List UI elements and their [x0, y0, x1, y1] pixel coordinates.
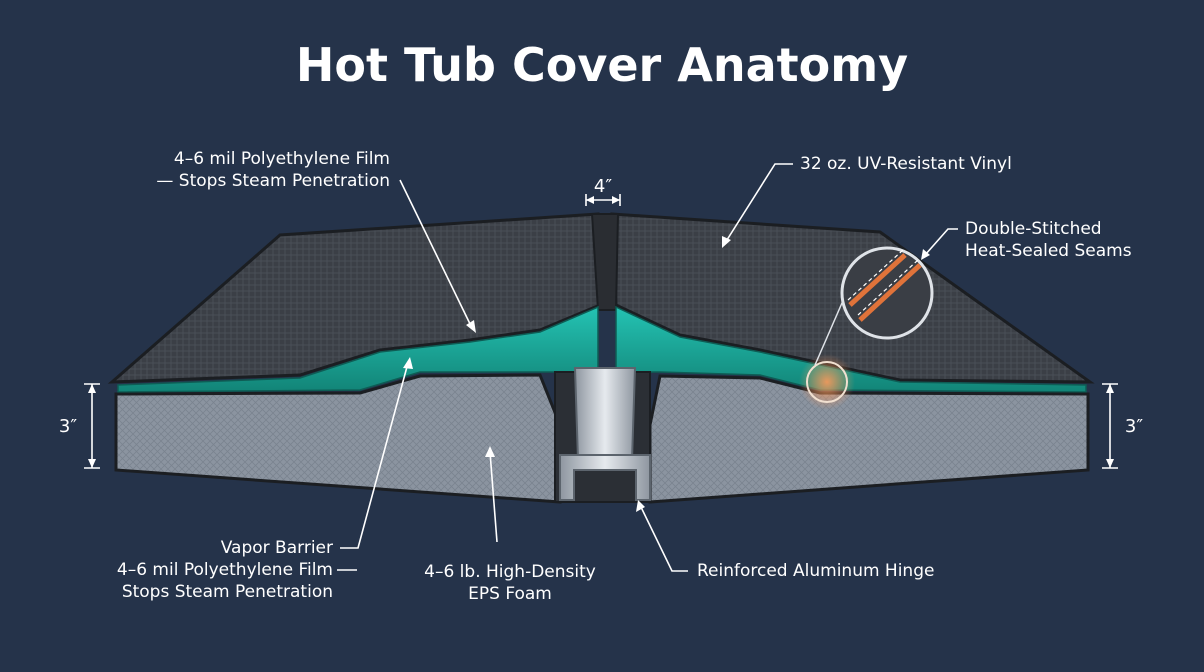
vinyl-top-left [107, 212, 602, 384]
dimension-left-edge: 3″ [58, 416, 78, 437]
arrowheads [88, 196, 1114, 512]
aluminum-hinge [554, 367, 651, 503]
label-vapor-line2: 4–6 mil Polyethylene Film [116, 560, 333, 580]
label-film-top-line1: 4–6 mil Polyethylene Film [173, 149, 390, 169]
seam-magnifier [799, 246, 934, 410]
foam-arrow [489, 451, 498, 543]
label-vinyl: 32 oz. UV-Resistant Vinyl [800, 154, 1012, 174]
seams-arrow [924, 228, 958, 256]
dimension-center-width: 4″ [593, 176, 613, 197]
foam-core-right [648, 374, 1090, 504]
label-vapor-line3: Stops Steam Penetration [121, 582, 333, 602]
vapor-barrier-left [117, 305, 599, 393]
label-seams-line1: Double-Stitched [965, 219, 1102, 239]
label-film-top: 4–6 mil Polyethylene Film — Stops Steam … [110, 148, 390, 192]
arrowhead-film-top [466, 320, 476, 333]
vinyl-top-panels [107, 212, 1095, 384]
foam-core-left [114, 373, 562, 504]
label-vapor-barrier: Vapor Barrier 4–6 mil Polyethylene Film … [40, 537, 333, 603]
label-foam-line2: EPS Foam [468, 584, 552, 604]
label-vapor-line1: Vapor Barrier [220, 538, 333, 558]
page-title: Hot Tub Cover Anatomy [295, 38, 909, 92]
arrowhead-dim-3-left-top [88, 384, 96, 393]
arrowhead-vinyl [722, 236, 731, 248]
label-seams: Double-Stitched Heat-Sealed Seams [965, 218, 1132, 262]
label-foam: 4–6 lb. High-Density EPS Foam [395, 561, 625, 605]
vapor-arrow [340, 362, 409, 549]
arrowhead-dim-3-right-bottom [1106, 459, 1114, 468]
arrowhead-dim-3-left-bottom [88, 459, 96, 468]
arrowhead-dim-4-right [612, 196, 620, 204]
label-seams-line2: Heat-Sealed Seams [965, 241, 1132, 261]
arrowhead-vapor [403, 357, 413, 369]
label-hinge: Reinforced Aluminum Hinge [697, 561, 935, 581]
hinge-arrow [639, 504, 688, 572]
label-film-top-line2: — Stops Steam Penetration [156, 171, 390, 191]
hinge-bar [573, 367, 637, 461]
arrowhead-hinge [636, 500, 645, 512]
arrowhead-seams [921, 249, 930, 260]
arrowhead-dim-3-right-top [1106, 384, 1114, 393]
label-foam-line1: 4–6 lb. High-Density [424, 562, 596, 582]
film-top-arrow [399, 179, 473, 329]
dimension-right-edge: 3″ [1124, 416, 1144, 437]
dim-3-left-line [84, 383, 100, 469]
arrowhead-dim-4-left [586, 196, 594, 204]
vinyl-arrow [724, 163, 793, 244]
arrowhead-foam [485, 446, 495, 457]
hinge-clip [559, 454, 651, 501]
eps-foam-layer [114, 373, 1090, 504]
